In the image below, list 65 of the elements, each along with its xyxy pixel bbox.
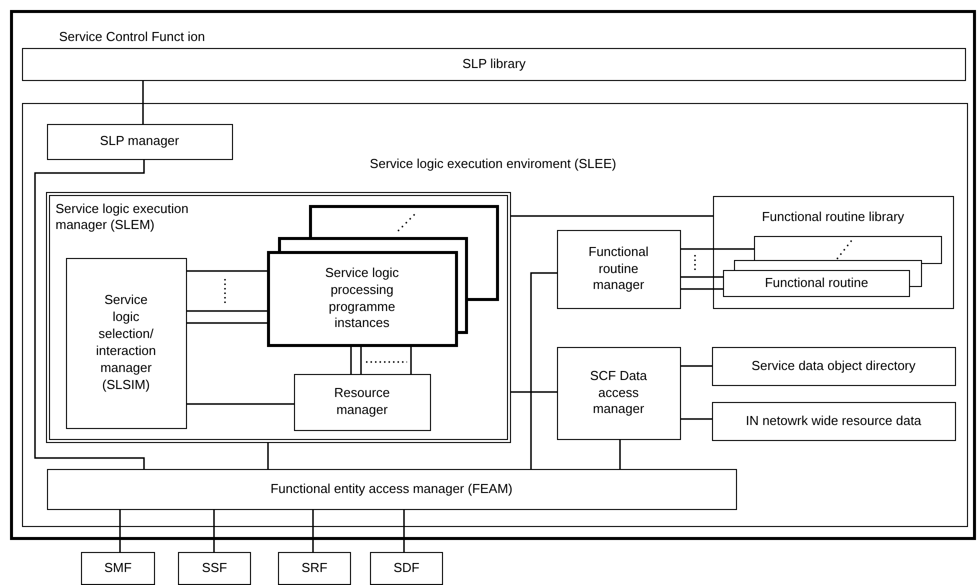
connector-line — [119, 510, 121, 552]
stacked-box — [754, 236, 942, 260]
box-label: SDF — [394, 560, 420, 577]
connector-line — [530, 272, 557, 469]
process-box — [294, 374, 430, 430]
connector-line — [681, 418, 712, 420]
connector-line — [403, 510, 405, 552]
function-frame — [10, 10, 976, 540]
connector-line — [681, 276, 724, 278]
box-label: Service logic processing programme instances — [324, 264, 400, 332]
box-label: Functional routine — [764, 275, 868, 292]
connector-line — [681, 365, 712, 367]
connector-line — [142, 81, 144, 124]
connector-line — [187, 322, 267, 324]
process-box — [556, 230, 680, 308]
connector-line — [681, 288, 724, 290]
connector-line — [187, 310, 267, 312]
stacked-box — [734, 260, 922, 270]
process-box — [266, 250, 458, 346]
connector-line — [187, 403, 294, 405]
process-box — [66, 258, 186, 428]
connector-line — [360, 347, 362, 374]
process-box — [712, 402, 956, 440]
box-label: SLP manager — [100, 133, 180, 150]
connector-line — [410, 347, 412, 374]
frame-label: Functional routine library — [760, 208, 906, 226]
stacked-box — [278, 236, 468, 250]
box-label: SSF — [202, 560, 228, 577]
entity-box — [278, 552, 351, 585]
connector-line — [350, 347, 352, 374]
frame-label: Service logic execution enviroment (SLEE) — [368, 155, 618, 173]
box-label: SRF — [302, 560, 328, 577]
stacked-box — [308, 204, 498, 236]
environment-frame — [22, 103, 968, 527]
box-label: Service logic selection/ interaction manager (SLSIM) — [95, 292, 157, 394]
connector-line — [267, 443, 269, 469]
process-box — [556, 346, 680, 440]
frame-label: Service logic execution manager (SLEM) — [56, 200, 190, 233]
box-label: Service data object directory — [751, 358, 916, 374]
box-label: SMF — [104, 560, 132, 577]
box-label: SLP library — [462, 56, 526, 73]
box-label: Resource manager — [333, 385, 391, 419]
connector-line — [681, 248, 755, 250]
library-frame — [712, 196, 954, 308]
connector-line — [511, 215, 713, 217]
library-bar — [22, 48, 966, 81]
process-box — [46, 124, 232, 160]
box-label: SCF Data access manager — [588, 368, 648, 418]
entity-box — [178, 552, 251, 585]
box-label: Functional entity access manager (FEAM) — [270, 480, 513, 498]
connector-line — [619, 440, 621, 469]
box-label: Functional routine manager — [588, 244, 650, 294]
connector-line — [34, 160, 145, 469]
connector-line — [312, 510, 314, 552]
manager-frame — [46, 192, 510, 442]
connector-line — [213, 510, 215, 552]
process-box — [712, 346, 956, 386]
connector-line — [187, 270, 267, 272]
process-box — [723, 270, 910, 297]
entity-box — [370, 552, 443, 585]
entity-box — [81, 552, 155, 585]
box-label: IN netowrk wide resource data — [746, 412, 922, 430]
connector-line — [511, 391, 557, 393]
process-box — [46, 468, 736, 510]
frame-label: Service Control Funct ion — [59, 28, 205, 46]
